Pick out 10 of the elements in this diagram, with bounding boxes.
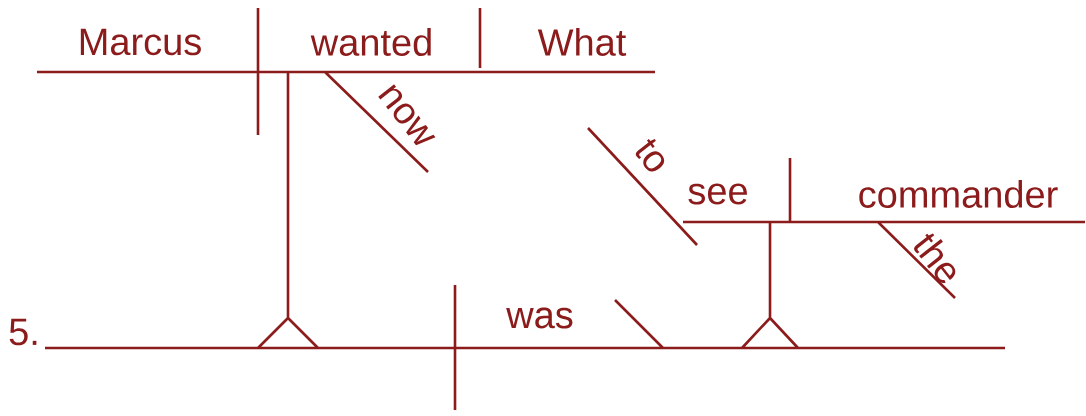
diagram-word: commander — [859, 180, 1058, 208]
diagram-word: Marcus — [80, 28, 201, 56]
diagram-word: now — [378, 84, 436, 146]
diagram-word: What — [537, 28, 627, 56]
diagram-word: the — [914, 233, 956, 284]
diagram-word: wanted — [310, 28, 431, 56]
diagram-word: see — [688, 183, 747, 205]
item-number: 5. — [9, 318, 37, 346]
diagram-word: to — [635, 139, 665, 172]
diagram-word: was — [506, 307, 573, 329]
